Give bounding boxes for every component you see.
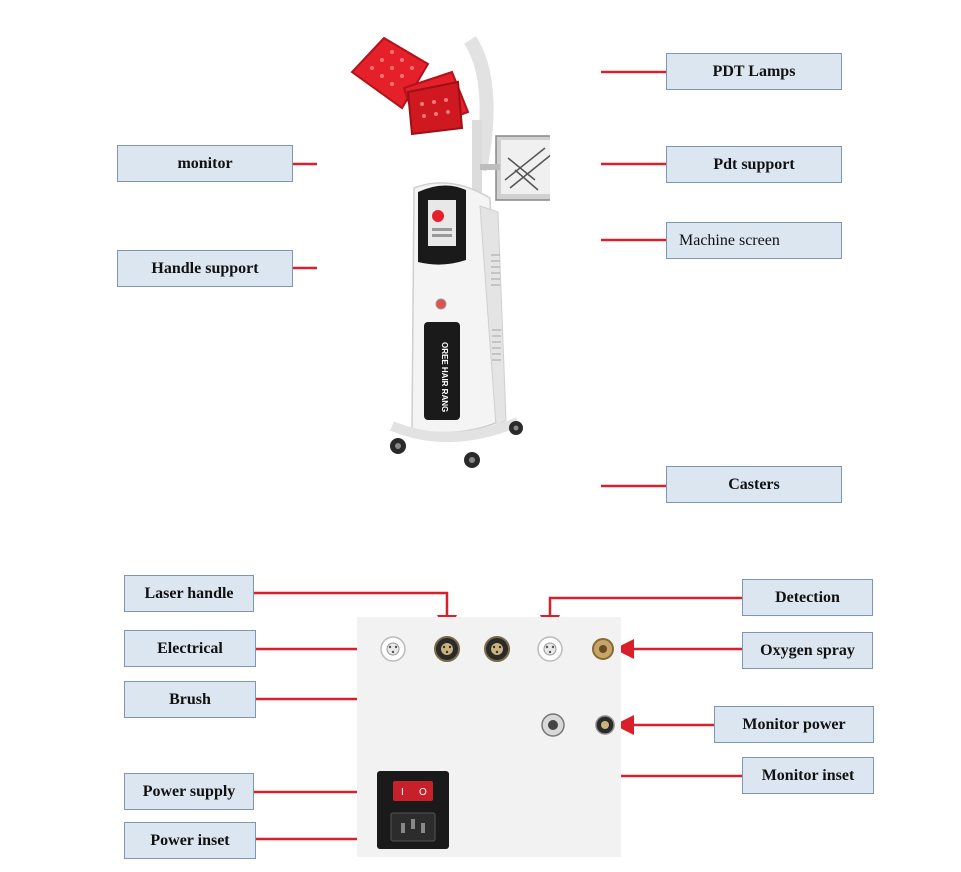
electrical-port bbox=[380, 636, 406, 662]
monitor-power-port bbox=[595, 715, 615, 735]
label-electrical: Electrical bbox=[124, 630, 256, 667]
label-monitor-power: Monitor power bbox=[714, 706, 874, 743]
detection-monitor bbox=[480, 135, 550, 201]
label-power-supply: Power supply bbox=[124, 773, 254, 810]
label-monitor: monitor bbox=[117, 145, 293, 182]
laser-handle-port bbox=[434, 636, 460, 662]
label-handle-support: Handle support bbox=[117, 250, 293, 287]
svg-text:O: O bbox=[419, 787, 427, 798]
side-vents bbox=[491, 254, 501, 361]
power-module: I O bbox=[377, 771, 449, 849]
emergency-knob bbox=[435, 298, 447, 310]
lamp-pole bbox=[472, 120, 482, 220]
detection-port bbox=[537, 636, 563, 662]
brush-port bbox=[484, 636, 510, 662]
lamp-arm bbox=[464, 36, 494, 172]
svg-text:I: I bbox=[401, 787, 404, 798]
oxygen-spray-port bbox=[592, 638, 614, 660]
monitor-inset-port bbox=[541, 713, 565, 737]
label-pdt-lamps: PDT Lamps bbox=[666, 53, 842, 90]
hair-growth-machine: OREE HAIR RANG bbox=[350, 36, 550, 468]
screen-red-icon bbox=[432, 210, 444, 222]
label-power-inset: Power inset bbox=[124, 822, 256, 859]
label-machine-screen: Machine screen bbox=[666, 222, 842, 259]
label-detection: Detection bbox=[742, 579, 873, 616]
brand-text: OREE HAIR RANG bbox=[440, 342, 449, 412]
label-oxygen-spray: Oxygen spray bbox=[742, 632, 873, 669]
machine-screen-display bbox=[428, 200, 456, 246]
label-casters: Casters bbox=[666, 466, 842, 503]
label-monitor-inset: Monitor inset bbox=[742, 757, 874, 794]
connector-panel: I O bbox=[357, 617, 621, 857]
brand-panel bbox=[424, 322, 460, 420]
label-pdt-support: Pdt support bbox=[666, 146, 842, 183]
label-brush: Brush bbox=[124, 681, 256, 718]
caster-wheels bbox=[390, 421, 523, 468]
pdt-lamp-right bbox=[406, 80, 464, 136]
power-switch bbox=[393, 781, 433, 801]
machine-base bbox=[390, 417, 520, 442]
label-laser-handle: Laser handle bbox=[124, 575, 254, 612]
